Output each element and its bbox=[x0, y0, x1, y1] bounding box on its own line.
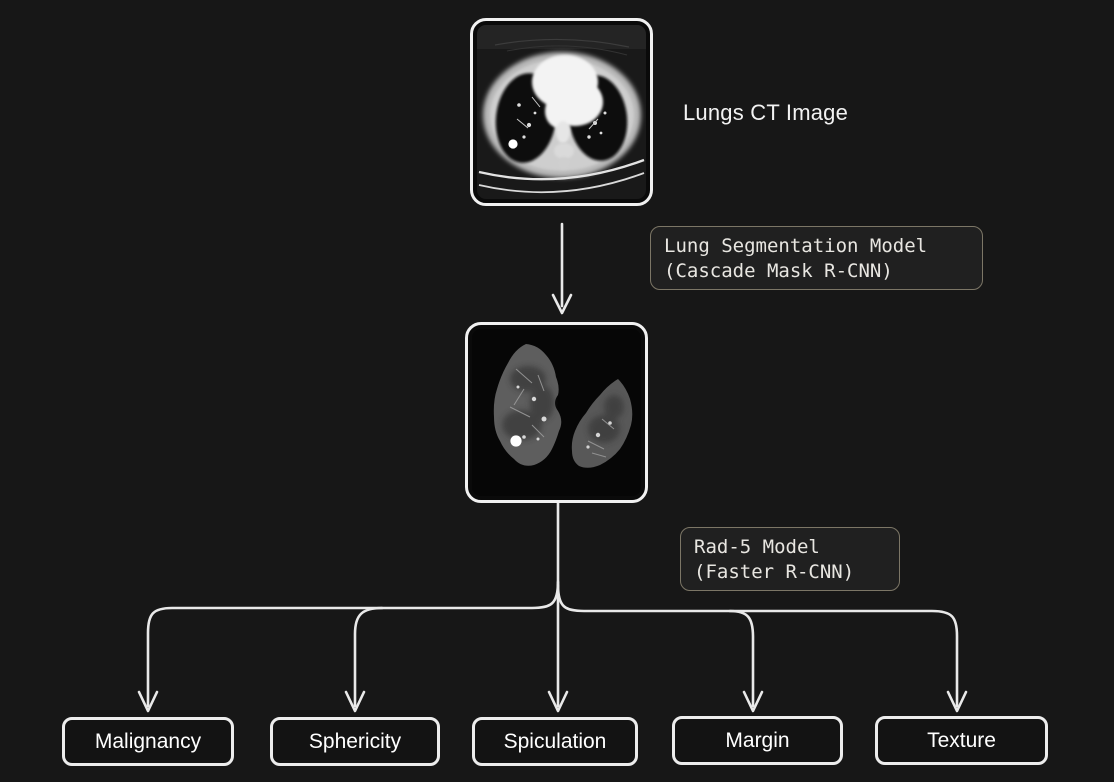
arrow-branch-malignancy bbox=[137, 580, 560, 713]
output-box-margin: Margin bbox=[672, 716, 843, 765]
output-box-texture: Texture bbox=[875, 716, 1048, 765]
lungs-ct-image-node bbox=[470, 18, 653, 206]
lungs-ct-image-label: Lungs CT Image bbox=[683, 100, 849, 125]
arrow-branch-margin bbox=[728, 609, 764, 713]
arrow-branch-texture bbox=[556, 583, 968, 713]
rad5-model-label: Rad-5 Model (Faster R-CNN) bbox=[680, 527, 900, 591]
arrow-ct-to-segmented bbox=[551, 222, 573, 315]
output-box-sphericity: Sphericity bbox=[270, 717, 440, 766]
rad5-model-line1: Rad-5 Model bbox=[694, 536, 820, 558]
segmentation-model-line1: Lung Segmentation Model bbox=[664, 235, 928, 257]
segmented-lungs-image bbox=[472, 329, 641, 496]
segmented-lungs-node bbox=[465, 322, 648, 503]
output-box-malignancy: Malignancy bbox=[62, 717, 234, 766]
segmentation-model-label: Lung Segmentation Model (Cascade Mask R-… bbox=[650, 226, 983, 290]
segmentation-model-line2: (Cascade Mask R-CNN) bbox=[664, 260, 893, 282]
lungs-ct-image bbox=[477, 25, 646, 199]
arrow-branch-sphericity bbox=[344, 606, 384, 713]
output-box-spiculation: Spiculation bbox=[472, 717, 638, 766]
arrow-trunk-spiculation bbox=[547, 501, 569, 713]
rad5-model-line2: (Faster R-CNN) bbox=[694, 561, 855, 583]
